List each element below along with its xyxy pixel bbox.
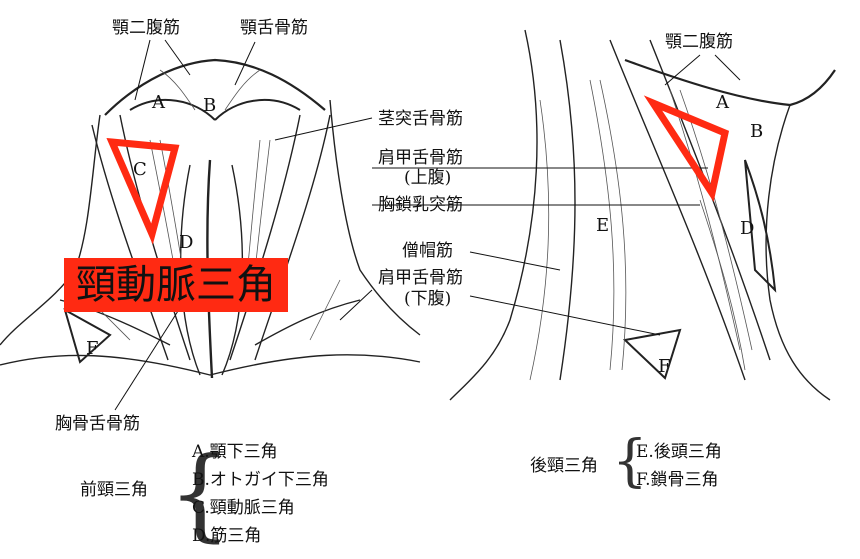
leader-digastric-left-a bbox=[134, 39, 151, 101]
label-sternocleidomastoid: 胸鎖乳突筋 bbox=[378, 195, 463, 215]
legend-anterior-item-b: B.オトガイ下三角 bbox=[192, 470, 329, 490]
left-digastric-belly bbox=[129, 98, 301, 121]
left-clavicle-outline bbox=[0, 354, 421, 376]
leader-digastric-right-a bbox=[664, 54, 701, 86]
label-omohyoid-inferior-belly: (下腹) bbox=[404, 289, 452, 309]
right-scm-muscle bbox=[609, 39, 771, 381]
label-omohyoid-superior: 肩甲舌骨筋 bbox=[378, 148, 463, 168]
leader-mylohyoid bbox=[234, 41, 256, 86]
leader-sternohyoid bbox=[114, 299, 186, 411]
right-region-f-outline bbox=[622, 328, 682, 380]
region-letter-left-d: D bbox=[179, 232, 194, 253]
legend-anterior-brace: { bbox=[168, 435, 232, 552]
leader-stylohyoid bbox=[274, 117, 373, 141]
label-mylohyoid: 顎舌骨筋 bbox=[240, 18, 308, 38]
legend-anterior-item-c: C.頸動脈三角 bbox=[192, 498, 295, 518]
region-letter-left-b: B bbox=[203, 95, 217, 116]
leader-digastric-left-b bbox=[164, 39, 191, 76]
legend-anterior-item-a: A.顎下三角 bbox=[192, 442, 278, 462]
leader-digastric-right-b bbox=[714, 54, 741, 81]
label-digastric-left: 顎二腹筋 bbox=[112, 18, 180, 38]
region-letter-left-f: F bbox=[86, 338, 99, 359]
region-letter-right-a: A bbox=[716, 92, 729, 113]
right-trapezius bbox=[559, 39, 576, 381]
label-omohyoid-inferior: 肩甲舌骨筋 bbox=[378, 268, 463, 288]
region-letter-right-d: D bbox=[740, 218, 755, 239]
carotid-triangle-left bbox=[106, 137, 180, 245]
region-letter-left-c: C bbox=[133, 159, 147, 180]
leader-omohyoid-inf bbox=[469, 295, 661, 336]
legend-posterior-item-e: E.後頭三角 bbox=[636, 442, 722, 462]
legend-posterior-title: 後頸三角 bbox=[530, 456, 598, 476]
carotid-triangle-right bbox=[643, 95, 730, 202]
right-neck-back bbox=[449, 29, 538, 401]
left-scm-muscle bbox=[229, 114, 331, 361]
legend-anterior-item-d: D.筋三角 bbox=[192, 526, 262, 546]
carotid-triangle-highlight-label: 頸動脈三角 bbox=[64, 258, 288, 312]
left-neck-outline-right bbox=[329, 99, 421, 336]
region-letter-left-a: A bbox=[152, 92, 165, 113]
legend-anterior-title: 前頸三角 bbox=[80, 480, 148, 500]
right-jaw-outline bbox=[624, 58, 836, 107]
legend-posterior-item-f: F.鎖骨三角 bbox=[636, 470, 719, 490]
region-letter-right-f: F bbox=[658, 356, 671, 377]
label-sternohyoid: 胸骨舌骨筋 bbox=[55, 414, 140, 434]
left-region-f-outline bbox=[63, 307, 112, 364]
legend-posterior-brace: { bbox=[612, 429, 648, 494]
label-stylohyoid: 茎突舌骨筋 bbox=[378, 109, 463, 129]
label-omohyoid-superior-belly: (上腹) bbox=[404, 168, 452, 188]
region-letter-right-e: E bbox=[596, 215, 610, 236]
region-letter-right-b: B bbox=[750, 121, 764, 142]
label-digastric-right: 顎二腹筋 bbox=[665, 32, 733, 52]
right-neck-front bbox=[765, 104, 831, 401]
right-region-d-outline bbox=[744, 159, 777, 293]
leader-omohyoid-inf-left bbox=[339, 289, 373, 321]
leader-trapezius bbox=[469, 251, 561, 271]
label-trapezius: 僧帽筋 bbox=[402, 241, 453, 261]
